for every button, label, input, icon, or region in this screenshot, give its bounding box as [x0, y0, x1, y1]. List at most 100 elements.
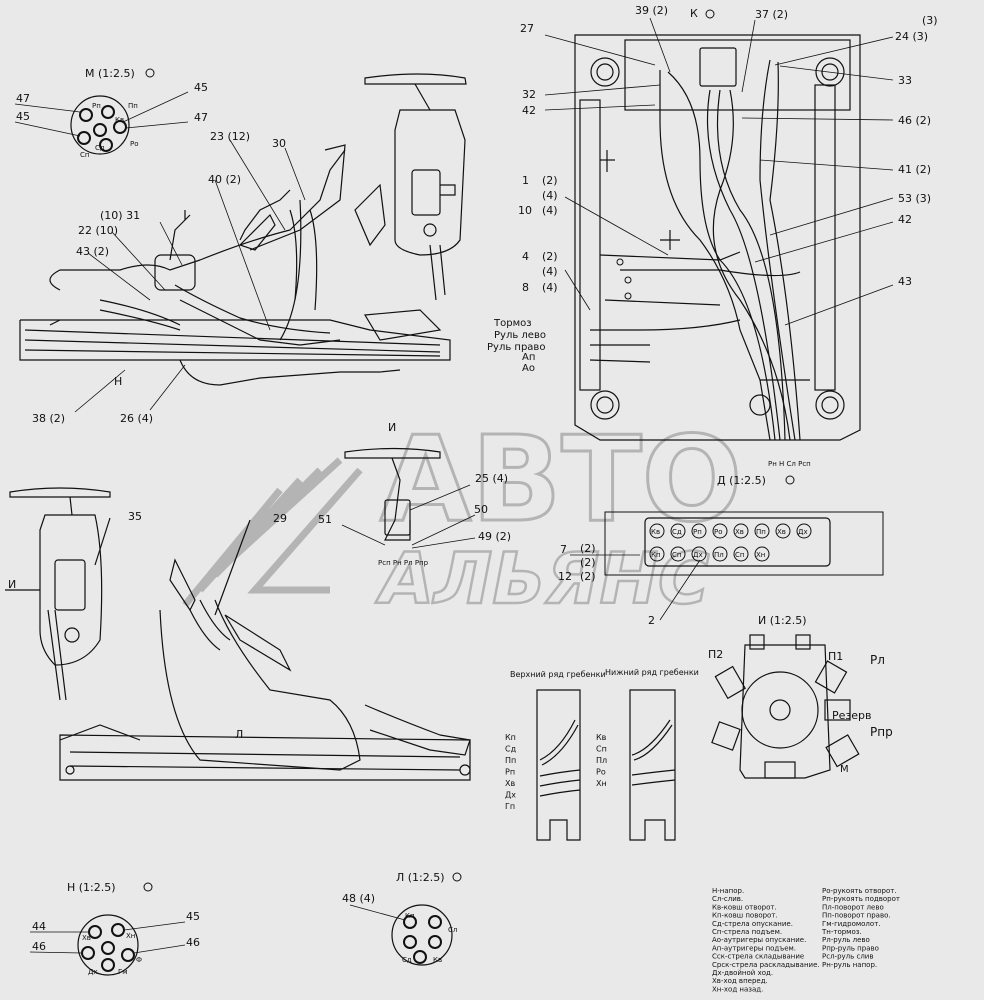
callout-32: 32 [522, 88, 536, 101]
legend-entry: Ап-аутригеры подъем. [712, 944, 796, 952]
comb-label: Дх [505, 791, 516, 800]
callout-35: 35 [128, 510, 142, 523]
callout-51: 51 [318, 513, 332, 526]
callout-12-q: (2) [580, 570, 596, 583]
view-d-title: Д (1:2.5) [717, 474, 766, 487]
view-d-pin-label: Рп [693, 528, 702, 536]
view-n-pin: Дх [88, 968, 98, 976]
callout-33: 33 [898, 74, 912, 87]
view-d-pin [712, 546, 728, 562]
callout-43: 43 (2) [76, 245, 109, 258]
callout-49: 49 (2) [478, 530, 511, 543]
callout-23: 23 (12) [210, 130, 250, 143]
left-side-view [5, 487, 111, 701]
callout-1-q: (2) [542, 174, 558, 187]
view-d-pin [733, 523, 749, 539]
callout-46: 46 [186, 936, 200, 949]
view-d-pin [775, 523, 791, 539]
section-label-n: Н [114, 375, 122, 388]
view-d-pin [649, 546, 665, 562]
wire-label: Руль лево [494, 330, 546, 341]
view-d-pin [733, 546, 749, 562]
comb-label: Кп [505, 733, 516, 742]
legend-entry: Кв-ковш отворот. [712, 903, 777, 911]
section-label-i: И [388, 421, 396, 434]
view-d-pin-label: Сп [672, 551, 681, 559]
legend-entry: Ро-рукоять отворот. [822, 887, 897, 895]
view-d-pin-label: Хв [735, 528, 744, 536]
view-i-label-p1: П1 [828, 650, 843, 663]
legend-entry: Пп-поворот право. [822, 912, 891, 920]
view-i-label-m: М [840, 764, 849, 775]
callout-44: 44 [32, 920, 46, 933]
view-d-pin [754, 546, 770, 562]
legend-entry: Сл-слив. [712, 895, 743, 903]
view-d-pin-label: Сд [672, 528, 682, 536]
callout-38: 38 (2) [32, 412, 65, 425]
view-m: М (1:2.5) Рп Пп Кв Ро Сп Сд 47 45 45 47 [14, 67, 208, 159]
callout-43: 43 [898, 275, 912, 288]
view-d-pin [691, 523, 707, 539]
legend-left: Н-напор.Сл-слив.Кв-ковш отворот.Кп-ковш … [712, 887, 820, 993]
view-l: Л (1:2.5) Кп Сл Сд Кв 48 (4) [342, 871, 462, 966]
callout-31: (10) 31 [100, 209, 140, 222]
bottom-left-assembly [59, 519, 471, 781]
view-l-title: Л (1:2.5) [396, 871, 445, 884]
view-d-pin [754, 523, 770, 539]
view-l-pin: Сл [448, 926, 457, 934]
view-m-pin: Сп [80, 151, 89, 159]
legend-entry: Ао-аутригеры опускание. [712, 936, 806, 944]
comb-label: Ро [596, 768, 606, 777]
callout-45: 45 [194, 81, 208, 94]
callout-8-q: (4) [542, 281, 558, 294]
view-d-pin-label: Кв [651, 528, 660, 536]
callout-26: 26 (4) [120, 412, 153, 425]
legend-entry: Н-напор. [712, 887, 744, 895]
view-n-title: Н (1:2.5) [67, 881, 116, 894]
view-n-pin: Хв [82, 934, 91, 942]
view-d-pin-label: Хн [756, 551, 765, 559]
comb-label: Рп [505, 768, 515, 777]
callout-37: 37 (2) [755, 8, 788, 21]
top-left-assembly [19, 144, 451, 386]
view-m-pin: Сд [95, 144, 105, 152]
comb-label: Пл [596, 756, 607, 765]
view-i: И (1:2.5) П2 П1 Рл Резерв Рпр М [708, 614, 893, 779]
top-side-view [364, 73, 467, 301]
wire-label: Руль право [487, 342, 545, 353]
callout-4: 4 [522, 250, 529, 263]
callout-30: 30 [272, 137, 286, 150]
legend-entry: Рн-руль напор. [822, 961, 877, 969]
callout-7-q2: (2) [580, 556, 596, 569]
callout-41: 41 (2) [898, 163, 931, 176]
view-m-pin: Рп [92, 102, 101, 110]
callout-48: 48 (4) [342, 892, 375, 905]
legend-entry: Тн-тормоз. [821, 928, 862, 936]
top-left-callouts: 23 (12) 30 40 (2) (10) 31 22 (10) 43 (2)… [32, 130, 306, 425]
legend-entry: Рсл-руль слив [822, 953, 873, 961]
watermark-logo-icon [182, 457, 363, 608]
comb-label: Сд [505, 745, 517, 754]
view-d-pin [670, 546, 686, 562]
callout-25: 25 (4) [475, 472, 508, 485]
middle-view: И Рсп Рн Рл Рпр 25 (4) 50 51 49 (2) 7 (2… [318, 421, 701, 627]
callout-7: 7 [560, 543, 567, 556]
wire-label: Тормоз [493, 318, 532, 329]
comb-label: Гп [505, 802, 515, 811]
callout-50: 50 [474, 503, 488, 516]
view-d-pin [712, 523, 728, 539]
legend-entry: Сд-стрела опускание. [712, 920, 793, 928]
callout-45: 45 [186, 910, 200, 923]
watermark: АВТО АЛЬЯНС [182, 409, 744, 621]
comb-views: Верхний ряд гребенки Нижний ряд гребенки… [505, 668, 699, 841]
callout-24-q: (3) [922, 14, 938, 27]
callout-46: 46 [32, 940, 46, 953]
watermark-line2: АЛЬЯНС [375, 538, 710, 620]
view-i-label-p2: П2 [708, 648, 723, 661]
view-d-pin-label: Дх [693, 551, 703, 559]
legend-entry: Хн-ход назад. [712, 985, 763, 993]
legend-entry: Кп-ковш поворот. [712, 912, 778, 920]
view-d-pin-label: Хв [777, 528, 786, 536]
comb-label: Хн [596, 779, 607, 788]
